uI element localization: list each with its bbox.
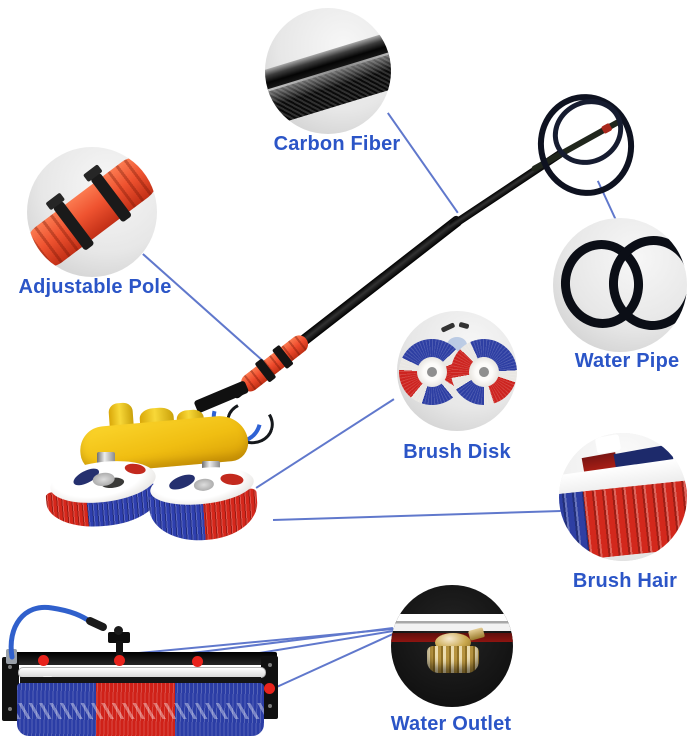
pole-grip-section bbox=[237, 331, 312, 396]
water-outlet-photo bbox=[391, 585, 513, 707]
roller-frame-bar bbox=[6, 652, 277, 665]
clamp-buckle bbox=[45, 192, 66, 211]
grip-clamp-band-2 bbox=[272, 344, 295, 369]
roller-core bbox=[20, 677, 261, 685]
spray-nozzle-detail bbox=[458, 321, 470, 330]
clamp-buckle bbox=[82, 163, 103, 182]
brush-disk-label: Brush Disk bbox=[403, 441, 511, 463]
pole-rib-texture bbox=[27, 209, 86, 276]
plate-cutout-red bbox=[219, 472, 244, 486]
leader-line-adjustable-pole bbox=[142, 253, 273, 370]
outlet-white-band bbox=[391, 614, 513, 631]
screw-dot bbox=[8, 665, 12, 669]
grip-clamp-band-1 bbox=[254, 358, 277, 383]
outlet-marker-dot-4 bbox=[264, 683, 275, 694]
brush-hair-photo bbox=[559, 433, 687, 561]
carbon-fiber-photo bbox=[265, 8, 391, 134]
plate-hub bbox=[192, 477, 215, 492]
water-outlet-label: Water Outlet bbox=[390, 713, 512, 735]
adjustable-pole-closeup bbox=[27, 148, 157, 276]
adjustable-pole-photo bbox=[27, 147, 157, 277]
carbon-fiber-label: Carbon Fiber bbox=[273, 133, 401, 155]
plate-cutout-blue bbox=[167, 472, 197, 493]
roller-bristles bbox=[17, 683, 264, 736]
water-pipe-photo bbox=[553, 218, 687, 352]
brush-bristle-closeup bbox=[559, 479, 687, 561]
brush-hair-label: Brush Hair bbox=[572, 570, 678, 592]
roller-top-fitting-stem bbox=[116, 641, 123, 656]
hose-curve bbox=[8, 604, 94, 660]
bristle-highlight-band bbox=[17, 703, 264, 720]
plate-cutout-red bbox=[124, 462, 147, 477]
roller-end-plate-left bbox=[2, 657, 19, 721]
roller-top-fitting-ball bbox=[114, 626, 123, 635]
outlet-marker-dot-3 bbox=[192, 656, 203, 667]
screw-dot bbox=[268, 663, 272, 667]
leader-line-carbon-fiber bbox=[387, 112, 459, 214]
brass-nozzle-body bbox=[427, 646, 479, 673]
leader-line-brush-hair bbox=[272, 509, 561, 521]
screw-dot bbox=[268, 704, 272, 708]
adjustable-pole-label: Adjustable Pole bbox=[18, 276, 172, 298]
roller-water-hose bbox=[6, 604, 107, 664]
screw-dot bbox=[8, 707, 12, 711]
disk-hub bbox=[426, 366, 438, 378]
roller-top-fitting bbox=[108, 632, 130, 643]
spray-nozzle-detail bbox=[440, 322, 456, 333]
brush-disk-photo bbox=[397, 311, 517, 431]
hose-nozzle bbox=[86, 617, 107, 631]
outlet-marker-dot-1 bbox=[38, 655, 49, 666]
outlet-marker-dot-2 bbox=[114, 655, 125, 666]
water-pipe-label: Water Pipe bbox=[574, 350, 680, 372]
